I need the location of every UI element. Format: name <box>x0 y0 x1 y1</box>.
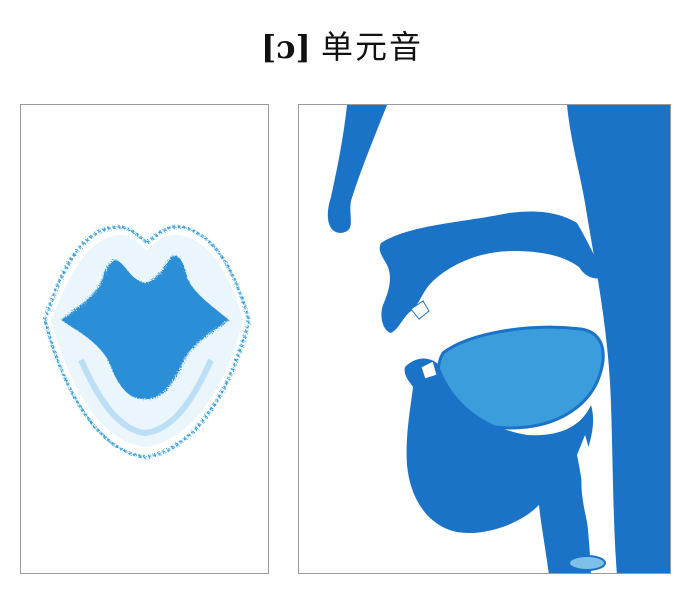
upper-teeth <box>410 300 430 320</box>
ipa-symbol: [ɔ] <box>261 28 311 66</box>
airway-gap <box>577 435 599 573</box>
lower-jaw <box>404 358 599 573</box>
page-title: [ɔ] 单元音 <box>0 22 684 68</box>
vocal-folds <box>568 555 606 571</box>
mouth-opening <box>61 255 229 400</box>
nose-shape <box>327 105 387 233</box>
pharynx-wall <box>567 105 670 573</box>
lower-teeth <box>420 360 438 380</box>
vowel-type-label: 单元音 <box>320 28 423 66</box>
vocal-tract-panel <box>298 104 671 574</box>
palate-upper-lip <box>379 211 607 333</box>
lips-outline <box>43 225 251 459</box>
vocal-tract-sagittal-section-icon <box>327 105 670 573</box>
lips-panel <box>20 104 269 574</box>
lips-icon <box>43 225 251 459</box>
